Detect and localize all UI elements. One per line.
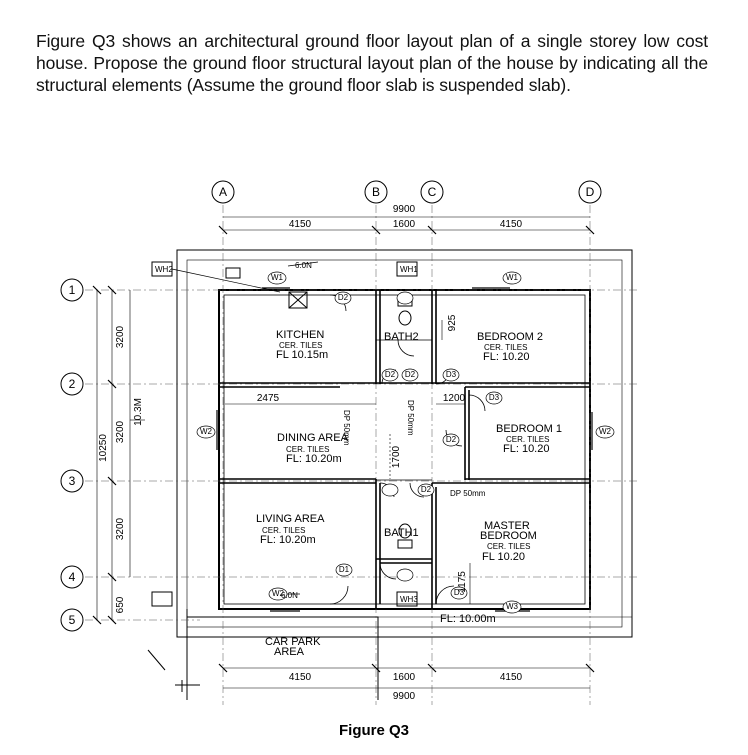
wh3-label: WH3 (400, 595, 418, 604)
question-text: Figure Q3 shows an architectural ground … (36, 31, 708, 95)
room-master-name2: BEDROOM (480, 530, 537, 542)
room-kitchen-finish: CER. TILES (279, 341, 322, 350)
grid-label-a: A (219, 185, 227, 199)
dim-left-45: 650 (115, 596, 126, 613)
grid-label-d: D (586, 185, 595, 199)
room-dining-finish: CER. TILES (286, 445, 329, 454)
dim-top-cd: 4150 (500, 219, 523, 230)
door-tag: D2 (338, 293, 349, 302)
room-bedroom2-finish: CER. TILES (484, 343, 527, 352)
interior-walls (219, 290, 590, 609)
door-tag: D2 (446, 435, 457, 444)
room-bath1-name: BATH1 (384, 527, 419, 539)
dim-bottom-total: 9900 (393, 691, 416, 702)
sn-bottom-label: 6.0N (281, 591, 298, 600)
figure-caption: Figure Q3 (338, 722, 409, 739)
door-tag: D3 (446, 370, 457, 379)
grid-bubbles (60, 180, 602, 632)
dim-left-total: 10250 (98, 434, 109, 462)
room-bedroom2-level: FL: 10.20 (483, 351, 529, 363)
room-master-name1: MASTER (484, 520, 530, 532)
wh2-label: WH2 (155, 265, 173, 274)
tag-circles (196, 271, 615, 614)
window-tag: W3 (506, 602, 519, 611)
grid-label-3: 3 (69, 474, 76, 488)
window-tag: W2 (200, 427, 213, 436)
dim-dining-width: 2475 (257, 393, 280, 404)
grid-label-c: C (428, 185, 437, 199)
dp-corridor-label: DP 50mm (406, 400, 415, 436)
dim-bath2-depth: 925 (447, 314, 458, 331)
room-kitchen-name: KITCHEN (276, 329, 324, 341)
meter-box (151, 591, 173, 607)
grid-label-4: 4 (69, 570, 76, 584)
window-tag: W2 (599, 427, 612, 436)
grid-label-b: B (372, 185, 380, 199)
room-bedroom1-level: FL: 10.20 (503, 443, 549, 455)
dim-corridor-width: 1200 (443, 393, 466, 404)
dim-top-ab: 4150 (289, 219, 312, 230)
apron-outline (176, 249, 633, 638)
room-living-level: FL: 10.20m (260, 534, 316, 546)
room-carpark-name2: AREA (274, 646, 305, 658)
sn-top-label: 6.0N (295, 261, 312, 270)
dim-bottom-cd: 4150 (500, 672, 523, 683)
room-master-level: FL 10.20 (482, 551, 525, 563)
room-kitchen-level: FL 10.15m (276, 349, 328, 361)
dim-left-34: 3200 (115, 517, 126, 540)
floor-plan-drawing: A B C D 1 2 3 4 5 4150 9900 1600 4150 41… (60, 180, 640, 705)
room-dining-name: DINING AREA (277, 432, 349, 444)
door-tag: D2 (385, 370, 396, 379)
water-heater-1 (396, 261, 418, 277)
grid-label-5: 5 (69, 613, 76, 627)
dimension-lines (96, 216, 590, 689)
dim-corridor-length: 1700 (391, 445, 402, 468)
dim-bottom-ab: 4150 (289, 672, 312, 683)
dimension-ticks (92, 225, 595, 673)
dp-master-label: DP 50mm (450, 489, 486, 498)
room-bedroom1-name: BEDROOM 1 (496, 423, 562, 435)
outside-floor-level: FL: 10.00m (440, 613, 496, 625)
room-dining-level: FL: 10.20m (286, 453, 342, 465)
dim-top-total: 9900 (393, 204, 416, 215)
window-tag: W2 (272, 589, 285, 598)
room-carpark-name1: CAR PARK (265, 636, 321, 648)
door-tag: D2 (405, 370, 416, 379)
grid-lines (85, 205, 640, 705)
dim-master-step: 1175 (457, 571, 468, 593)
door-tag: D1 (339, 565, 350, 574)
room-living-finish: CER. TILES (262, 526, 305, 535)
wh1-label: WH1 (400, 265, 418, 274)
room-bedroom1-finish: CER. TILES (506, 435, 549, 444)
water-heater-3 (396, 591, 418, 607)
room-bedroom2-name: BEDROOM 2 (477, 331, 543, 343)
door-tag: D2 (421, 485, 432, 494)
door-tag: D3 (489, 393, 500, 402)
room-living-name: LIVING AREA (256, 513, 325, 525)
dim-left-23: 3200 (115, 420, 126, 443)
sink-fixture (288, 291, 308, 309)
dp-kitchen-label: DP 50mm (342, 410, 351, 446)
room-bath2-name: BATH2 (384, 331, 419, 343)
door-tag: D3 (454, 588, 465, 597)
window-tag: W1 (271, 273, 284, 282)
dim-left-12: 3200 (115, 325, 126, 348)
grid-label-2: 2 (69, 377, 76, 391)
dim-left-inner: 10.3M (133, 398, 144, 426)
room-master-finish: CER. TILES (487, 542, 530, 551)
grid-label-1: 1 (69, 283, 76, 297)
dim-bottom-bc: 1600 (393, 672, 416, 683)
dim-top-bc: 1600 (393, 219, 416, 230)
window-tag: W1 (506, 273, 519, 282)
